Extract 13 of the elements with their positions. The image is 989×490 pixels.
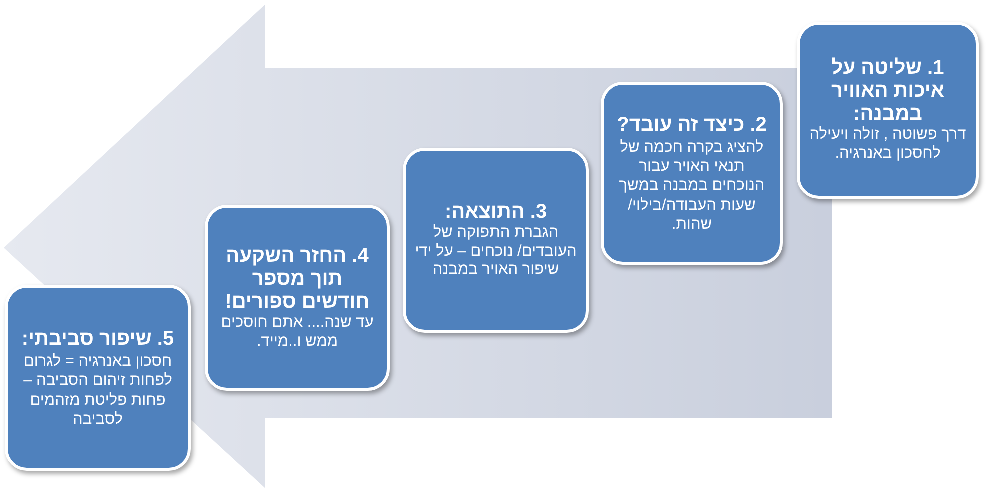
step-box bbox=[5, 285, 191, 471]
step-text: 2. כיצד זה עובד? להציג בקרה חכמה של תנאי האויר עבור הנוכחים במבנה במשך שעות העבודה/בילוי/ שהות. bbox=[616, 112, 768, 234]
step-text: דרך פשוטה , זולה ויעילה לחסכון באנרגיה. bbox=[808, 126, 968, 164]
step-heading: 3. התוצאה: bbox=[444, 201, 548, 224]
step-heading: 4. החזר השקעה תוך מספר חודשים ספורים! bbox=[224, 244, 371, 314]
step-box bbox=[205, 205, 390, 391]
step-text: 5. שיפור סביבתי: חסכון באנרגיה = לגרום לפחות זיהום הסביבה – פחות פליטת מזהמים לסביבה bbox=[20, 326, 176, 430]
step-box bbox=[403, 148, 589, 333]
step-box bbox=[601, 82, 783, 265]
step-heading: 1. שליטה על איכות האוויר במבנה: bbox=[830, 57, 946, 126]
step-box bbox=[797, 22, 979, 199]
step-text: עד שנה.... אתם חוסכים ממש ו..מייד. bbox=[220, 314, 375, 352]
step-text: הגברת התפוקה של העובדים/ נוכחים – על ידי שיפור האויר במבנה bbox=[414, 224, 578, 280]
